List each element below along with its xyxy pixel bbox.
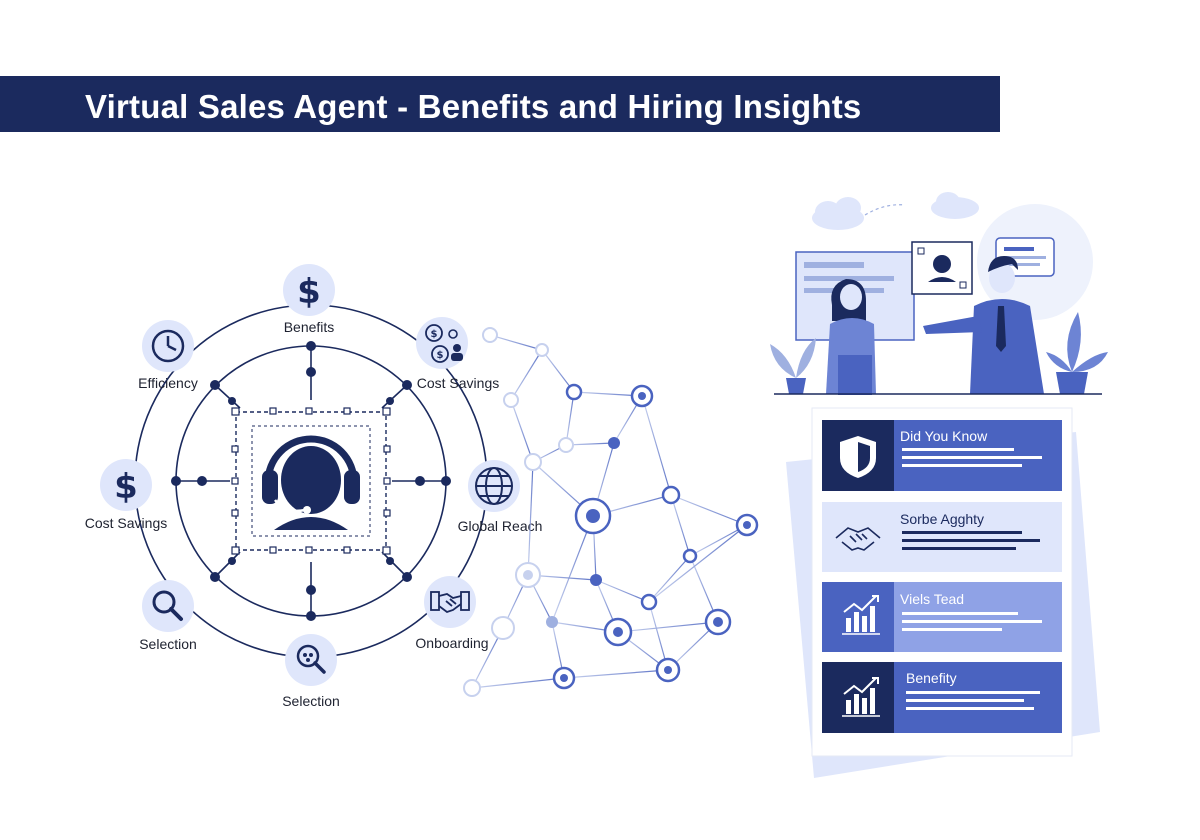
insights-panel: Did You Know Sorbe Agghty <box>786 407 1100 778</box>
label-selection-left: Selection <box>139 636 197 652</box>
woman-figure <box>826 279 876 395</box>
global-reach-node: Global Reach <box>458 460 543 534</box>
hub-diagram: $ Benefits Efficiency $ $ <box>85 264 543 709</box>
label-selection-bottom: Selection <box>282 693 340 709</box>
dollar-icon: $ <box>114 467 138 507</box>
network-graph <box>463 327 759 697</box>
benefits-node: $ Benefits <box>283 264 335 335</box>
clock-icon <box>151 329 185 363</box>
central-selection-box <box>231 407 391 555</box>
card-viels-tead: Viels Tead <box>822 582 1062 652</box>
headset-agent-icon <box>262 435 360 530</box>
network-nodes <box>463 327 759 697</box>
page-title: Virtual Sales Agent - Benefits and Hirin… <box>85 88 862 125</box>
efficiency-node: Efficiency <box>138 320 198 391</box>
globe-icon <box>475 467 513 505</box>
card-benefity: Benefity <box>822 662 1062 733</box>
dollar-icon: $ <box>297 272 321 312</box>
card-title: Sorbe Agghty <box>900 511 984 527</box>
spoke-nodes <box>171 341 451 621</box>
network-edges <box>471 334 748 689</box>
card-title: Benefity <box>906 670 957 686</box>
plant-right <box>1046 312 1108 394</box>
magnifier-people-icon <box>296 644 326 674</box>
money-people-icon: $ $ <box>425 324 463 363</box>
card-title: Did You Know <box>900 428 988 444</box>
plant-left <box>770 338 816 394</box>
selection-left-node: Selection <box>139 580 197 652</box>
label-cost-savings-left: Cost Savings <box>85 515 167 531</box>
cost-savings-top-node: $ $ Cost Savings <box>416 317 499 391</box>
onboarding-node: Onboarding <box>415 576 489 651</box>
card-did-you-know: Did You Know <box>822 420 1062 491</box>
office-illustration <box>770 192 1108 395</box>
growth-chart-icon <box>842 677 880 717</box>
label-cost-savings-top: Cost Savings <box>417 375 499 391</box>
title-banner: Virtual Sales Agent - Benefits and Hirin… <box>0 76 1000 132</box>
clouds <box>812 192 979 230</box>
handshake-icon <box>835 527 881 551</box>
man-figure <box>923 256 1044 394</box>
label-efficiency: Efficiency <box>138 375 198 391</box>
growth-chart-icon <box>842 595 880 635</box>
label-global-reach: Global Reach <box>458 518 543 534</box>
svg-text:$: $ <box>437 350 444 361</box>
cost-savings-left-node: $ Cost Savings <box>85 459 167 531</box>
selection-bottom-node: Selection <box>282 634 340 709</box>
card-sorbe-agghty: Sorbe Agghty <box>822 502 1062 572</box>
label-benefits: Benefits <box>284 319 335 335</box>
magnifier-icon <box>152 590 183 621</box>
chat-bubble <box>995 237 1055 277</box>
handshake-icon <box>430 591 470 614</box>
card-title: Viels Tead <box>900 591 964 607</box>
svg-text:$: $ <box>431 329 438 340</box>
label-onboarding: Onboarding <box>415 635 488 651</box>
agent-profile-card <box>911 241 973 295</box>
